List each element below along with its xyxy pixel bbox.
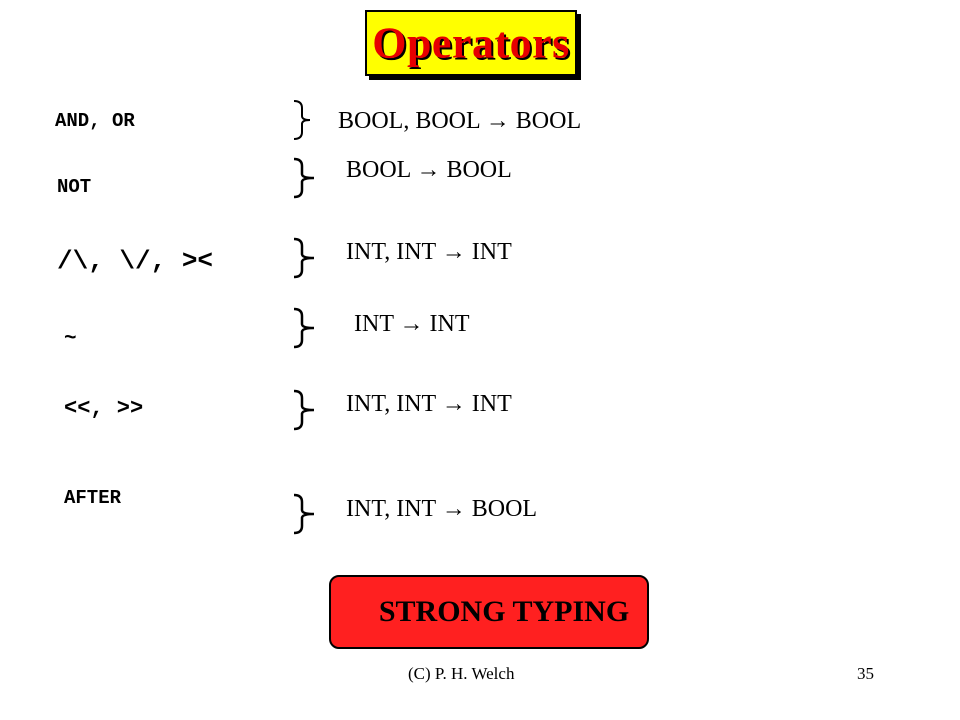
footer-copyright: (C) P. H. Welch bbox=[408, 664, 515, 683]
strong-typing-callout: STRONG TYPING bbox=[329, 575, 649, 649]
signature-after: INT, INT → BOOL bbox=[346, 496, 538, 522]
brace-icon bbox=[293, 100, 311, 140]
operator-not: NOT bbox=[57, 176, 92, 198]
operator-and-or: AND, OR bbox=[55, 110, 135, 132]
brace-icon bbox=[293, 157, 315, 199]
page-number: 35 bbox=[857, 664, 874, 683]
strong-typing-label: STRONG TYPING bbox=[378, 595, 630, 628]
brace-icon bbox=[293, 237, 315, 279]
signature-and-or: BOOL, BOOL → BOOL bbox=[338, 108, 582, 134]
brace-icon bbox=[293, 389, 315, 431]
operator-bitwise: /\, \/, >< bbox=[57, 246, 214, 276]
title-box: Operators bbox=[365, 10, 577, 76]
signature-shift: INT, INT → INT bbox=[346, 391, 512, 417]
operator-tilde: ~ bbox=[64, 328, 77, 351]
operator-after: AFTER bbox=[64, 487, 122, 509]
brace-icon bbox=[293, 493, 315, 535]
signature-bitwise: INT, INT → INT bbox=[346, 239, 512, 265]
operator-shift: <<, >> bbox=[64, 396, 144, 421]
brace-icon bbox=[293, 307, 315, 349]
signature-tilde: INT → INT bbox=[354, 311, 470, 337]
page-title: Operators bbox=[372, 18, 570, 68]
signature-not: BOOL → BOOL bbox=[346, 157, 512, 183]
